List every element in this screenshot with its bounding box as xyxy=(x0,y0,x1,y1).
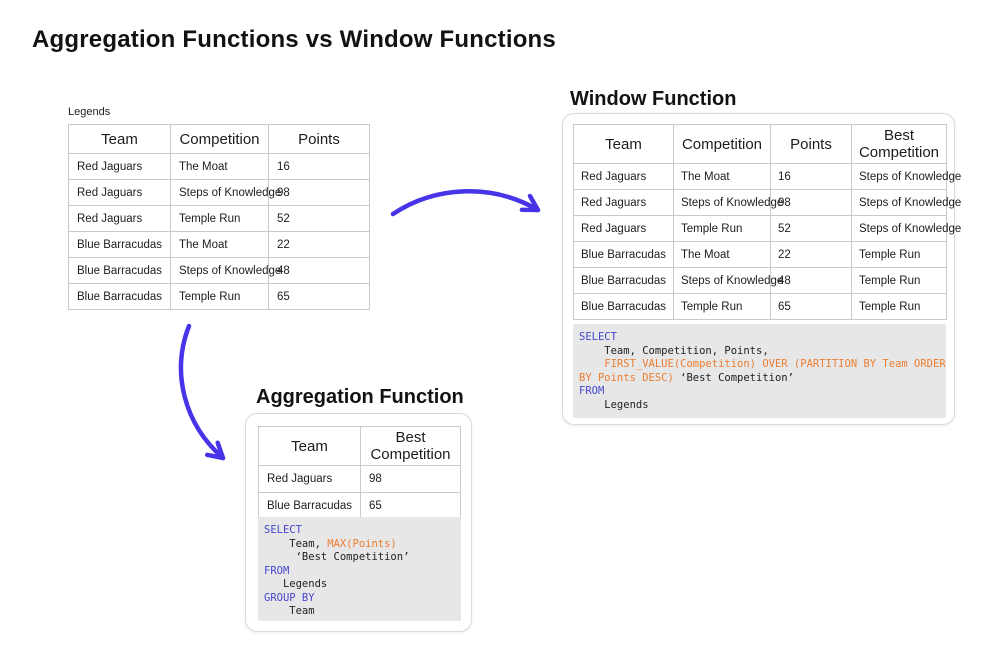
table-cell: 98 xyxy=(360,465,461,493)
sql-code-line: FIRST_VALUE(Competition) OVER (PARTITION… xyxy=(579,358,946,370)
legends-table-label: Legends xyxy=(68,106,111,118)
table-cell: Red Jaguars xyxy=(68,179,171,206)
aggregation-function-sql-code: SELECT Team, MAX(Points) ‘Best Competiti… xyxy=(258,517,461,621)
table-cell: 65 xyxy=(268,283,370,310)
table-cell: Blue Barracudas xyxy=(68,283,171,310)
table-cell: Blue Barracudas xyxy=(573,241,674,268)
sql-code-line: Legends xyxy=(264,578,328,590)
sql-code-line: Legends xyxy=(579,398,649,411)
table-cell: 22 xyxy=(770,241,852,268)
table-cell: Steps of Knowledge xyxy=(170,179,281,206)
table-cell: Steps of Knowledge xyxy=(673,189,783,216)
table-cell: Blue Barracudas xyxy=(258,492,361,520)
table-cell: 98 xyxy=(770,189,852,216)
table-cell: Blue Barracudas xyxy=(573,267,674,294)
sql-code-line: ‘Best Competition’ xyxy=(264,551,410,563)
sql-code-line: GROUP BY xyxy=(264,591,315,604)
table-cell: Red Jaguars xyxy=(258,465,361,493)
table-cell: Red Jaguars xyxy=(573,189,674,216)
table-cell: Temple Run xyxy=(170,283,269,310)
table-cell: Steps of Knowledge xyxy=(851,189,961,216)
sql-code-line: Team, MAX(Points) xyxy=(264,537,397,550)
page-title: Aggregation Functions vs Window Function… xyxy=(32,26,556,53)
table-cell: Blue Barracudas xyxy=(573,293,674,320)
sql-code-line: Team xyxy=(264,605,315,617)
column-header: Points xyxy=(770,124,852,164)
sql-code-line: BY Points DESC) ‘Best Competition’ xyxy=(579,371,794,384)
column-header: Best Competition xyxy=(360,426,461,466)
column-header: Competition xyxy=(170,124,269,154)
table-cell: The Moat xyxy=(170,231,269,258)
table-cell: The Moat xyxy=(673,163,771,190)
column-header: Team xyxy=(258,426,361,466)
table-cell: Temple Run xyxy=(673,293,771,320)
table-cell: Steps of Knowledge xyxy=(851,215,961,242)
table-cell: Red Jaguars xyxy=(68,153,171,180)
table-cell: Blue Barracudas xyxy=(68,231,171,258)
table-cell: Steps of Knowledge xyxy=(673,267,783,294)
table-cell: 65 xyxy=(360,492,461,520)
arrow-to-aggregation-function xyxy=(178,323,226,461)
window-function-sql-code: SELECT Team, Competition, Points, FIRST_… xyxy=(573,324,946,418)
table-cell: Red Jaguars xyxy=(68,205,171,232)
sql-code-line: SELECT xyxy=(579,331,617,343)
column-header: Team xyxy=(68,124,171,154)
aggregation-function-heading: Aggregation Function xyxy=(256,386,464,408)
table-cell: Temple Run xyxy=(170,205,269,232)
table-cell: The Moat xyxy=(170,153,269,180)
table-cell: 16 xyxy=(770,163,852,190)
column-header: Competition xyxy=(673,124,771,164)
column-header: Team xyxy=(573,124,674,164)
table-cell: 48 xyxy=(770,267,852,294)
arrow-to-window-function xyxy=(390,189,541,217)
table-cell: 98 xyxy=(268,179,370,206)
table-cell: Temple Run xyxy=(851,293,947,320)
table-cell: 65 xyxy=(770,293,852,320)
table-cell: Temple Run xyxy=(851,241,947,268)
sql-code-line: FROM xyxy=(264,564,290,577)
table-cell: Steps of Knowledge xyxy=(851,163,961,190)
sql-code-line: Team, Competition, Points, xyxy=(579,344,769,357)
sql-code-line: FROM xyxy=(579,385,605,397)
table-cell: Steps of Knowledge xyxy=(170,257,281,284)
table-cell: Temple Run xyxy=(673,215,771,242)
table-cell: 48 xyxy=(268,257,370,284)
table-cell: The Moat xyxy=(673,241,771,268)
table-cell: 52 xyxy=(770,215,852,242)
table-cell: 22 xyxy=(268,231,370,258)
table-cell: Blue Barracudas xyxy=(68,257,171,284)
table-cell: Red Jaguars xyxy=(573,163,674,190)
table-cell: Temple Run xyxy=(851,267,947,294)
column-header: Points xyxy=(268,124,370,154)
column-header: Best Competition xyxy=(851,124,947,164)
sql-code-line: SELECT xyxy=(264,524,302,536)
table-cell: 52 xyxy=(268,205,370,232)
table-cell: 16 xyxy=(268,153,370,180)
window-function-heading: Window Function xyxy=(570,88,737,110)
table-cell: Red Jaguars xyxy=(573,215,674,242)
